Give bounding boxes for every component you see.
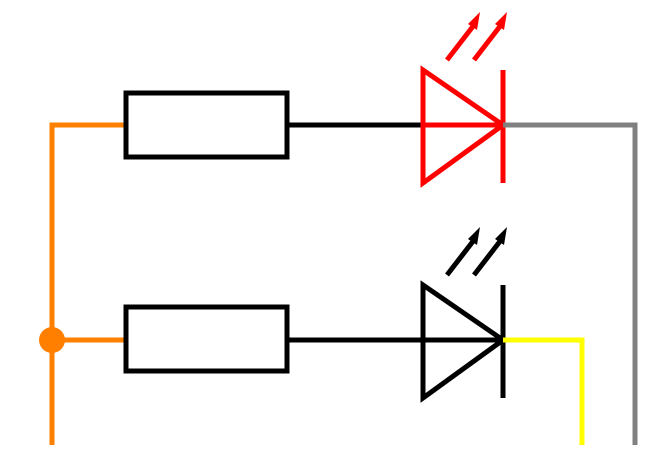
supply-wire [49, 122, 126, 445]
supply-wire-upper-branch [49, 122, 126, 445]
led-2 [420, 227, 508, 403]
resistor-1 [123, 90, 290, 160]
led-1-arrowhead-1 [468, 12, 480, 30]
led-2-cathode-wire [503, 337, 585, 445]
led-2-triangle [420, 280, 508, 403]
led-2-arrowhead-1 [468, 227, 480, 245]
led-1 [420, 12, 508, 188]
led-1-arrowhead-2 [495, 12, 507, 30]
led-2-arrow-2 [472, 238, 503, 277]
led-1-arrow-1 [445, 23, 476, 62]
led-1-triangle [420, 65, 508, 188]
resistor-2 [123, 304, 290, 374]
led-1-light-arrows [445, 12, 507, 62]
led-2-arrowhead-2 [495, 227, 507, 245]
led-1-cathode-wire [503, 122, 638, 445]
led-2-light-arrows [445, 227, 507, 277]
led-1-arrow-2 [472, 23, 503, 62]
junction-dot [39, 327, 65, 353]
led-2-arrow-1 [445, 238, 476, 277]
